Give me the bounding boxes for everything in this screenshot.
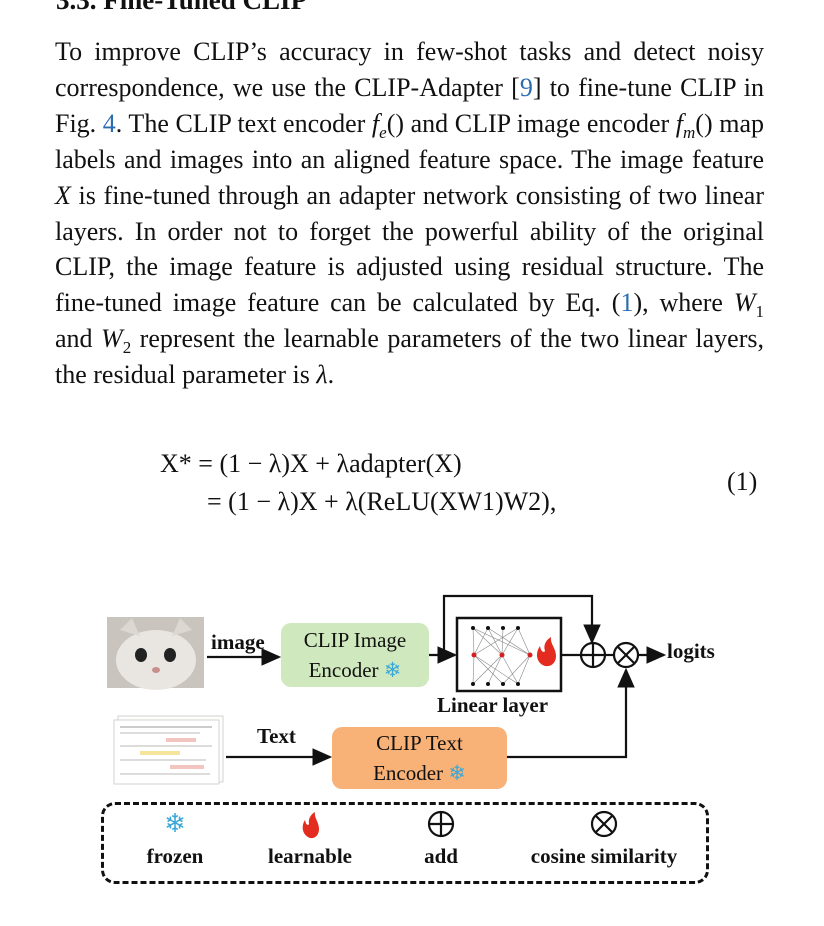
linear-layer-label: Linear layer (437, 693, 549, 717)
legend-add-icon (427, 810, 455, 838)
equation-number: (1) (727, 467, 758, 496)
legend-snowflake-icon: ❄ (164, 809, 186, 838)
cat-image (107, 617, 204, 690)
text-input-label: Text (257, 724, 296, 748)
frozen-snowflake-icon: ❄ (383, 658, 402, 682)
clip-text-encoder-block: CLIP Text Encoder ❄ (332, 727, 507, 789)
equation-line-1: X* = (1 − λ)X + λadapter(X) (160, 449, 462, 478)
body-paragraph: To improve CLIP’s accuracy in few-shot t… (55, 37, 764, 390)
text-document-image (113, 715, 224, 785)
legend-item-cosine: cosine similarity (530, 844, 678, 868)
figure-ref-4[interactable]: 4 (102, 108, 116, 138)
citation-link-9[interactable]: 9 (519, 72, 533, 102)
logits-label: logits (667, 639, 715, 663)
legend-item-add: add (424, 844, 458, 868)
legend-item-learnable: learnable (268, 844, 352, 868)
equation-1: X* = (1 − λ)X + λadapter(X) = (1 − λ)X +… (160, 445, 556, 521)
legend-cosine-icon (590, 810, 618, 838)
legend-box (101, 802, 709, 884)
learnable-flame-icon (537, 637, 556, 667)
legend-flame-icon (302, 812, 319, 839)
equation-line-2: = (1 − λ)X + λ(ReLU(XW1)W2), (207, 487, 557, 516)
clip-image-encoder-block: CLIP Image Encoder ❄ (281, 623, 429, 687)
add-operator-icon (579, 641, 607, 669)
image-input-label: image (211, 630, 265, 654)
neural-net-icon (472, 627, 531, 685)
frozen-snowflake-icon: ❄ (448, 761, 466, 785)
cosine-operator-icon (612, 641, 640, 669)
legend-item-frozen: ❄ frozen (75, 806, 275, 870)
equation-ref-1[interactable]: 1 (620, 288, 634, 318)
section-heading: 3.3. Fine-Tuned CLIP (56, 0, 308, 15)
